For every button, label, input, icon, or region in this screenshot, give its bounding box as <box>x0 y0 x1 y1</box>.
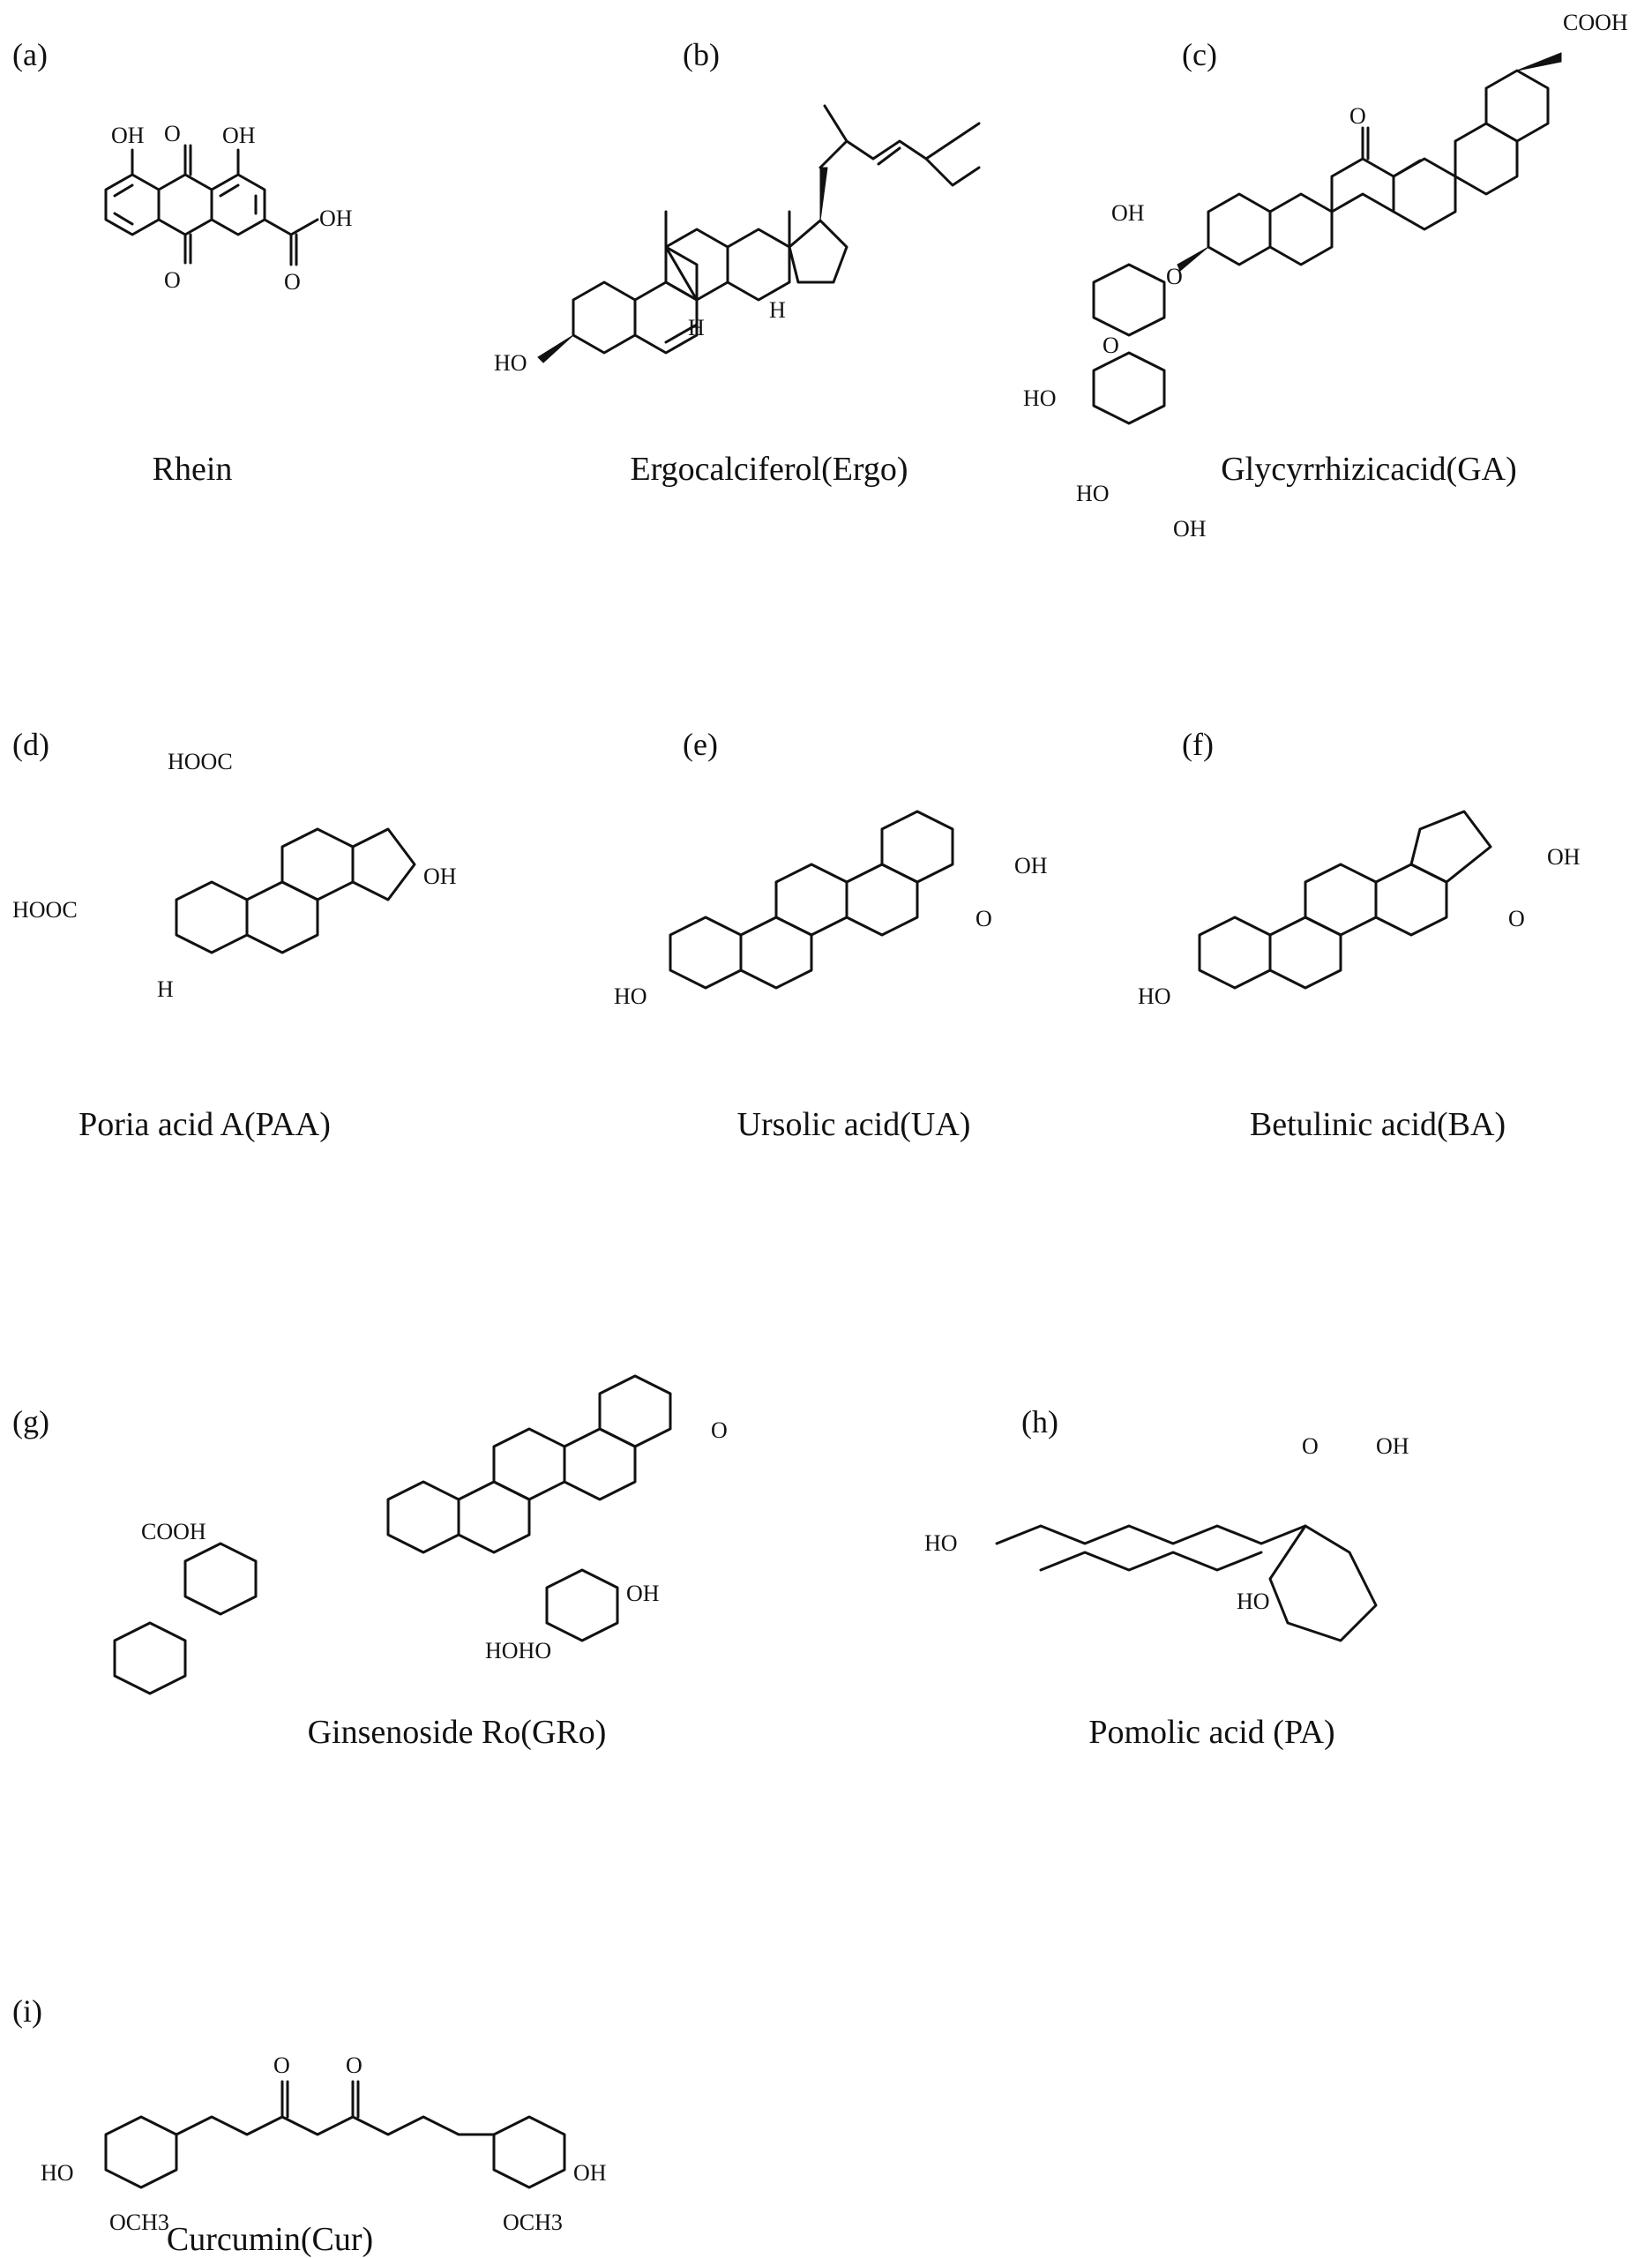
atom-label: O <box>976 906 992 931</box>
panel-letter-f: (f) <box>1182 727 1214 762</box>
atom-label: O <box>164 267 181 293</box>
panel-letter-g: (g) <box>12 1404 49 1439</box>
atom-label: HO <box>41 2160 74 2186</box>
atom-label: H <box>157 976 174 1002</box>
atom-label: O <box>711 1417 728 1443</box>
compound-name: Ginsenoside Ro(GRo) <box>307 1714 607 1751</box>
atom-label: OH <box>423 864 457 889</box>
atom-label: OH <box>319 206 353 231</box>
compound-name: Ursolic acid(UA) <box>736 1106 971 1143</box>
atom-label: O <box>1349 103 1366 129</box>
atom-label: OH <box>1173 516 1207 542</box>
atom-label: COOH <box>141 1519 206 1544</box>
atom-label: O <box>284 269 301 295</box>
atom-label: OH <box>573 2160 607 2186</box>
atom-label: OH <box>111 123 145 148</box>
atom-label: HO <box>1237 1589 1270 1614</box>
atom-label: O <box>1166 264 1183 289</box>
compound-name: Betulinic acid(BA) <box>1249 1106 1506 1143</box>
compound-name: Curcumin(Cur) <box>166 2221 374 2258</box>
atom-label: COOH <box>1563 10 1628 35</box>
atom-label: HO <box>614 983 647 1009</box>
atom-label: HOHO <box>485 1638 551 1664</box>
atom-label: HOOC <box>12 897 78 923</box>
atom-label: HOOC <box>168 749 233 774</box>
atom-label: OH <box>1111 200 1145 226</box>
atom-label: OH <box>626 1581 660 1606</box>
atom-label: HO <box>924 1530 958 1556</box>
atom-label: H <box>688 315 705 340</box>
panel-letter-b: (b) <box>683 37 720 72</box>
panel-letter-c: (c) <box>1182 37 1217 72</box>
panel-letter-a: (a) <box>12 37 48 72</box>
atom-label: OH <box>1014 853 1048 879</box>
compound-name: Glycyrrhizicacid(GA) <box>1221 451 1517 488</box>
atom-label: O <box>1302 1433 1319 1459</box>
atom-label: H <box>769 297 786 323</box>
atom-label: O <box>164 121 181 146</box>
atom-label: HO <box>1076 481 1110 506</box>
atom-label: HO <box>494 350 527 376</box>
atom-label: O <box>1103 333 1119 358</box>
compound-name: Rhein <box>152 451 233 488</box>
atom-label: OH <box>222 123 256 148</box>
atom-label: OH <box>1376 1433 1409 1459</box>
compound-name: Ergocalciferol(Ergo) <box>630 451 908 488</box>
panel-letter-d: (d) <box>12 727 49 762</box>
atom-label: HO <box>1023 385 1057 411</box>
compound-name: Poria acid A(PAA) <box>78 1106 331 1143</box>
atom-label: OCH3 <box>109 2209 169 2235</box>
panel-letter-e: (e) <box>683 727 718 762</box>
compound-name: Pomolic acid (PA) <box>1088 1714 1335 1751</box>
panel-letter-i: (i) <box>12 1993 42 2029</box>
panel-letter-h: (h) <box>1021 1404 1058 1439</box>
atom-label: O <box>346 2052 363 2078</box>
atom-label: OH <box>1547 844 1581 870</box>
atom-label: HO <box>1138 983 1171 1009</box>
atom-label: OCH3 <box>503 2209 563 2235</box>
atom-label: O <box>273 2052 290 2078</box>
atom-label: O <box>1508 906 1525 931</box>
